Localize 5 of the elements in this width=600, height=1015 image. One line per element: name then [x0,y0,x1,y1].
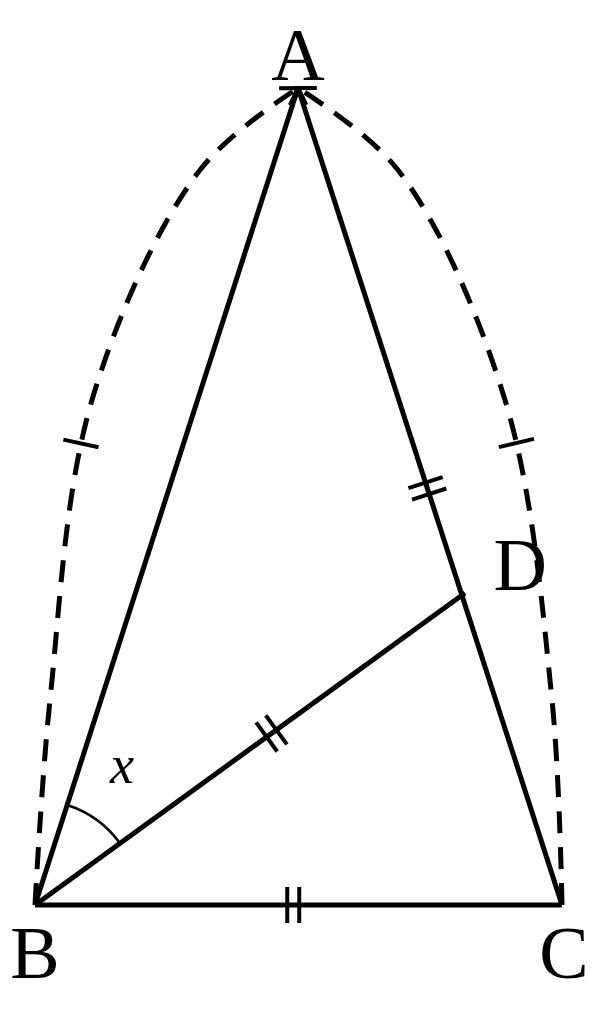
vertex-label: A [262,18,334,88]
vertex-label: C [530,905,598,990]
angle-label: x [110,738,134,792]
vertex-label: B [2,905,68,990]
line-segment [35,902,562,908]
